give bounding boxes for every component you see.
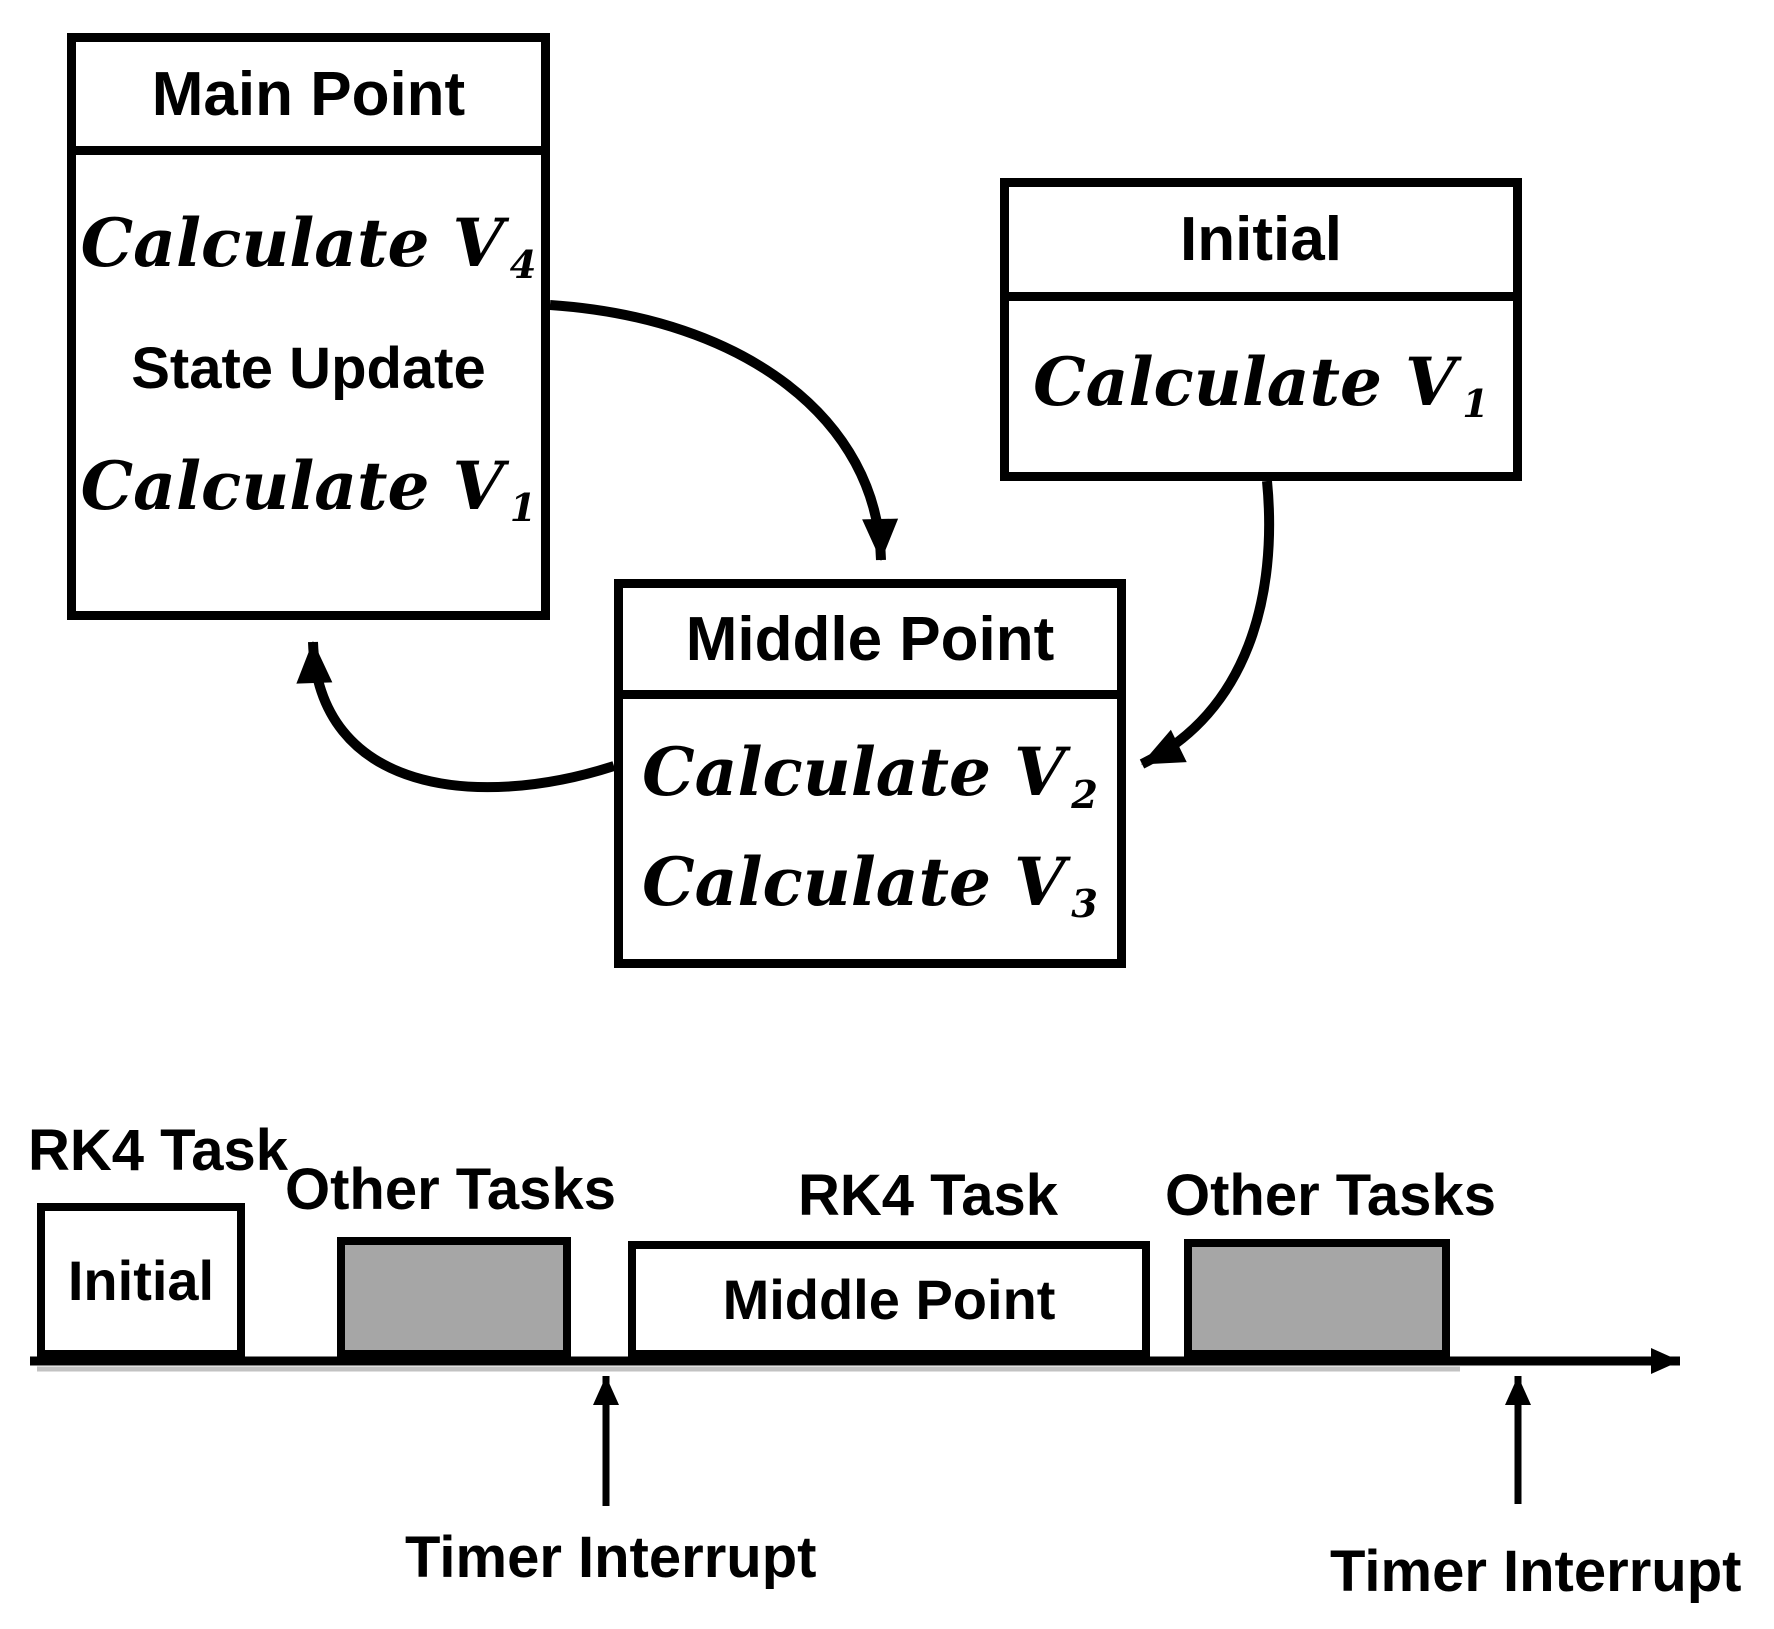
other-tasks-label-1: Other Tasks [285,1157,616,1222]
other-tasks-label-2: Other Tasks [1165,1163,1496,1228]
calc-base-text: Calculate V [642,843,1066,922]
arrow-initial-to-middle [1139,480,1275,769]
timer-interrupt-label-2: Timer Interrupt [1330,1539,1742,1604]
timeline-other-tasks-box-1 [337,1237,571,1358]
calc-subscript: 4 [509,242,537,288]
timer-interrupt-label-1: Timer Interrupt [405,1525,817,1590]
calc-base-text: Calculate V [642,733,1066,812]
calc-base-text: Calculate V [80,446,504,525]
rk4-task-label-1: RK4 Task [28,1118,289,1183]
calc-base-text: Calculate V [80,203,504,282]
middle-point-title: Middle Point [623,588,1117,699]
initial-title: Initial [1009,187,1513,301]
timeline-other-tasks-box-2 [1184,1239,1450,1358]
calc-base-text: Calculate V [1033,342,1457,421]
state-update-row: State Update [131,335,486,401]
main-point-title: Main Point [76,42,541,155]
arrow-middle-to-main [296,641,616,793]
calc-subscript: 1 [509,485,537,531]
timeline-initial-box: Initial [37,1203,245,1358]
calc-subscript: 1 [1462,381,1489,427]
calc-subscript: 2 [1071,772,1098,818]
rk4-task-label-2: RK4 Task [798,1163,1059,1228]
timeline-middle-point-box: Middle Point [628,1241,1150,1358]
arrow-main-to-middle [549,300,899,561]
calc-subscript: 3 [1071,882,1098,928]
